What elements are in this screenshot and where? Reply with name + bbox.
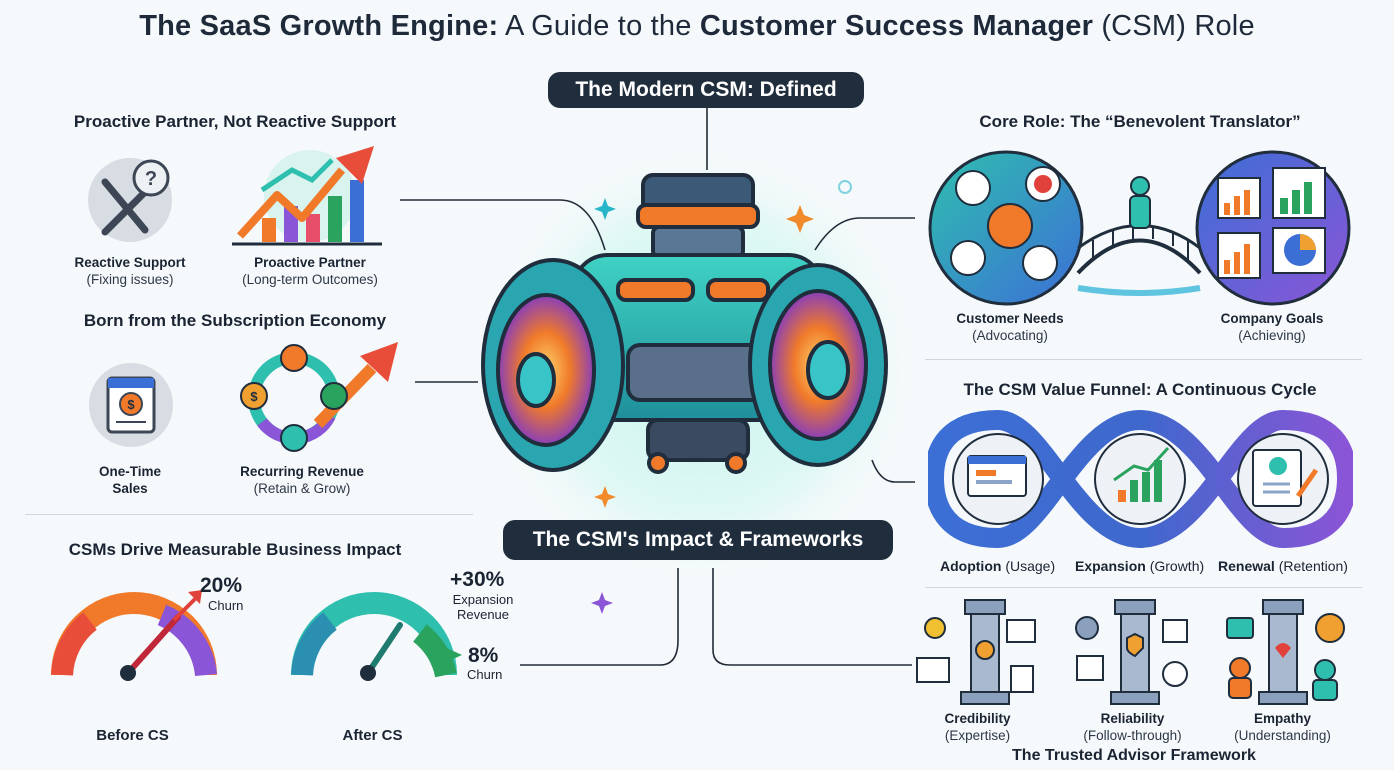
calendar-icon bbox=[1076, 655, 1104, 681]
empathy-label: Empathy (Understanding) bbox=[1210, 710, 1355, 744]
company-goals-label: Company Goals (Achieving) bbox=[1192, 310, 1352, 344]
funnel-expansion-sub: (Growth) bbox=[1149, 558, 1205, 574]
svg-text:$: $ bbox=[127, 397, 135, 412]
one-time-sales-label: One-Time Sales bbox=[70, 463, 190, 497]
engine-illustration bbox=[481, 173, 888, 474]
one-time-line-1: One-Time bbox=[98, 464, 161, 479]
chart-board-icon bbox=[1006, 619, 1036, 643]
company-goals-title: Company Goals bbox=[1220, 311, 1324, 326]
reactive-support-title: Reactive Support bbox=[74, 255, 186, 270]
funnel-adoption-label: Adoption bbox=[940, 558, 1002, 574]
funnel-renewal-sub: (Retention) bbox=[1278, 558, 1348, 574]
expansion-line-2: Revenue bbox=[456, 607, 510, 622]
translator-bridge-illustration bbox=[928, 150, 1351, 306]
connector-translator bbox=[814, 217, 915, 251]
recurring-revenue-label: Recurring Revenue (Retain & Grow) bbox=[222, 463, 382, 497]
credibility-title: Credibility bbox=[944, 711, 1011, 726]
funnel-heading: The CSM Value Funnel: A Continuous Cycle bbox=[963, 380, 1317, 399]
svg-text:$: $ bbox=[250, 389, 258, 404]
subscription-heading: Born from the Subscription Economy bbox=[83, 311, 387, 330]
translator-heading: Core Role: The “Benevolent Translator” bbox=[979, 112, 1301, 131]
impact-heading: CSMs Drive Measurable Business Impact bbox=[68, 540, 402, 559]
connector-impact bbox=[520, 568, 679, 666]
left-divider bbox=[25, 514, 473, 515]
customer-needs-sub: (Advocating) bbox=[972, 328, 1048, 343]
reactive-support-label: Reactive Support (Fixing issues) bbox=[55, 254, 205, 288]
connector-advisor bbox=[712, 568, 912, 666]
before-cs-label: Before CS bbox=[96, 727, 169, 744]
funnel-renewal: Renewal (Retention) bbox=[1218, 558, 1348, 574]
funnel-adoption: Adoption (Usage) bbox=[940, 558, 1055, 574]
calendar-check-icon bbox=[1162, 619, 1188, 643]
title-part-2: A Guide to the bbox=[498, 10, 700, 42]
after-cs-label: After CS bbox=[342, 727, 403, 744]
trusted-advisor-caption: The Trusted Advisor Framework bbox=[1012, 747, 1256, 764]
expansion-line-1: Expansion bbox=[452, 592, 514, 607]
after-churn-unit: Churn bbox=[467, 667, 503, 682]
value-funnel-loop bbox=[928, 410, 1353, 548]
empathy-title: Empathy bbox=[1253, 711, 1311, 726]
right-divider-bottom bbox=[925, 587, 1362, 588]
customer-needs-title: Customer Needs bbox=[956, 311, 1064, 326]
advisor-pillars bbox=[916, 599, 1345, 705]
reactive-support-sub: (Fixing issues) bbox=[86, 272, 174, 287]
title-part-3: Customer Success Manager bbox=[699, 10, 1094, 42]
before-churn-gauge bbox=[51, 592, 217, 681]
sparkles bbox=[591, 198, 814, 614]
proactive-heading: Proactive Partner, Not Reactive Support bbox=[73, 112, 397, 131]
customer-needs-label: Customer Needs (Advocating) bbox=[930, 310, 1090, 344]
user-circle-icon bbox=[1315, 613, 1345, 643]
svg-text:?: ? bbox=[145, 168, 157, 190]
growth-chart-icon bbox=[232, 146, 382, 246]
reliability-title: Reliability bbox=[1100, 711, 1165, 726]
expansion-value: +30% bbox=[450, 568, 505, 591]
invoice-dollar-icon: $ bbox=[89, 363, 173, 447]
proactive-partner-title: Proactive Partner bbox=[254, 255, 366, 270]
connector-funnel bbox=[871, 459, 915, 483]
title-part-4: (CSM) Role bbox=[1093, 10, 1255, 42]
funnel-expansion-label: Expansion bbox=[1075, 558, 1146, 574]
recurring-cycle-icon: $ bbox=[240, 342, 398, 452]
lightbulb-icon bbox=[924, 617, 946, 639]
reliability-sub: (Follow-through) bbox=[1083, 728, 1182, 743]
proactive-partner-sub: (Long-term Outcomes) bbox=[242, 272, 378, 287]
funnel-expansion: Expansion (Growth) bbox=[1075, 558, 1204, 574]
shield-icon bbox=[1126, 632, 1144, 658]
modern-csm-defined-pill: The Modern CSM: Defined bbox=[548, 72, 864, 108]
credibility-sub: (Expertise) bbox=[944, 728, 1011, 743]
funnel-renewal-label: Renewal bbox=[1218, 558, 1275, 574]
page-title: The SaaS Growth Engine: A Guide to the C… bbox=[0, 10, 1394, 43]
recurring-revenue-sub: (Retain & Grow) bbox=[253, 481, 351, 496]
before-churn-value: 20% bbox=[200, 574, 243, 597]
person-icon bbox=[1229, 657, 1251, 679]
award-icon bbox=[975, 640, 995, 660]
credibility-label: Credibility (Expertise) bbox=[910, 710, 1045, 744]
connector-proactive bbox=[400, 199, 606, 251]
chat-icon bbox=[1226, 617, 1254, 639]
expansion-label: Expansion Revenue bbox=[443, 592, 523, 622]
heart-icon bbox=[1275, 643, 1291, 658]
gear-icon bbox=[1075, 616, 1099, 640]
before-churn-unit: Churn bbox=[208, 598, 244, 613]
recurring-revenue-title: Recurring Revenue bbox=[240, 464, 364, 479]
one-time-line-2: Sales bbox=[112, 481, 148, 496]
wrench-question-icon: ? bbox=[88, 158, 172, 242]
after-churn-gauge bbox=[291, 592, 462, 681]
up-arrow-icon bbox=[172, 590, 202, 622]
right-divider-top bbox=[925, 359, 1362, 360]
proactive-partner-label: Proactive Partner (Long-term Outcomes) bbox=[225, 254, 395, 288]
title-part-1: The SaaS Growth Engine: bbox=[139, 10, 499, 42]
reliability-label: Reliability (Follow-through) bbox=[1060, 710, 1205, 744]
book-icon bbox=[916, 657, 950, 683]
funnel-adoption-sub: (Usage) bbox=[1005, 558, 1056, 574]
after-churn-value: 8% bbox=[468, 644, 499, 667]
csm-impact-frameworks-pill: The CSM's Impact & Frameworks bbox=[503, 520, 893, 560]
empathy-sub: (Understanding) bbox=[1234, 728, 1331, 743]
clock-icon bbox=[1162, 661, 1188, 687]
company-goals-sub: (Achieving) bbox=[1238, 328, 1306, 343]
